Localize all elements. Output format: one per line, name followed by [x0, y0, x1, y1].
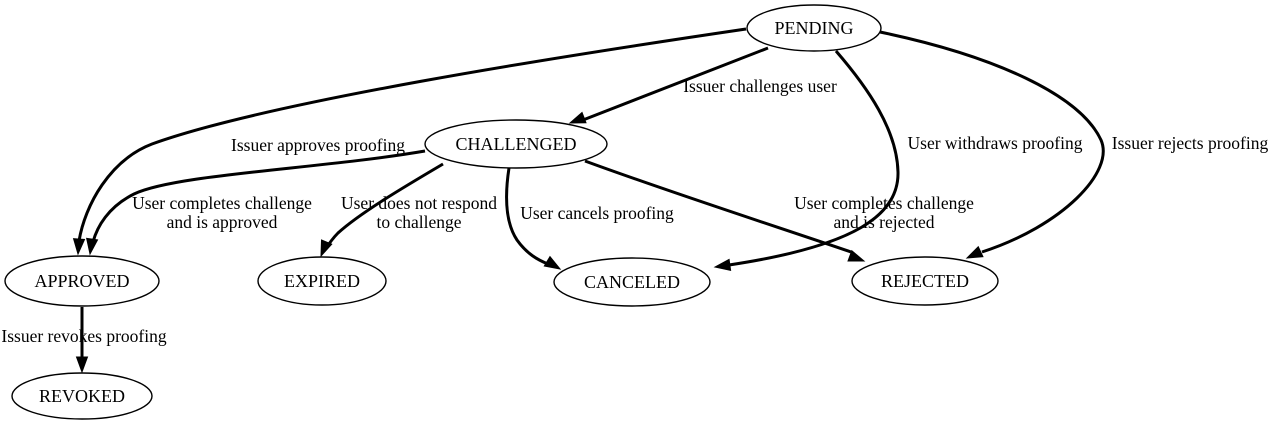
edge-label-pending-approved: Issuer approves proofing [231, 135, 405, 155]
edge-pending-canceled: User withdraws proofing [713, 50, 1083, 271]
edge-challenged-canceled: User cancels proofing [505, 167, 674, 270]
state-ellipse-challenged [424, 119, 608, 169]
state-node-revoked: REVOKED [11, 372, 153, 420]
edge-pending-challenged: Issuer challenges user [568, 46, 837, 124]
edge-label-pending-canceled: User withdraws proofing [908, 133, 1083, 153]
edge-path-challenged-approved [91, 149, 426, 243]
state-label-challenged: CHALLENGED [456, 134, 577, 154]
edge-label-approved-revoked: Issuer revokes proofing [1, 326, 166, 346]
edge-arrowhead-revoked [75, 356, 89, 374]
edge-arrowhead-canceled [713, 258, 732, 271]
state-ellipse-rejected [851, 256, 999, 306]
edge-arrowhead-canceled [543, 255, 562, 270]
state-label-pending: PENDING [775, 18, 854, 38]
state-node-pending: PENDING [746, 4, 882, 52]
state-label-revoked: REVOKED [39, 386, 125, 406]
edge-path-challenged-rejected [584, 159, 852, 254]
edge-path-challenged-canceled [505, 167, 549, 266]
state-label-approved: APPROVED [34, 271, 129, 291]
state-node-canceled: CANCELED [553, 257, 711, 307]
state-label-canceled: CANCELED [584, 272, 680, 292]
edge-path-pending-approved [77, 27, 747, 242]
edge-path-pending-canceled [728, 50, 900, 267]
edge-arrowhead-rejected [847, 249, 866, 262]
edge-arrowhead-rejected [965, 245, 984, 259]
state-ellipse-canceled [553, 257, 711, 307]
edge-arrowhead-approved [86, 237, 99, 256]
edge-label-challenged-canceled: User cancels proofing [520, 203, 674, 223]
edge-pending-approved: Issuer approves proofing [72, 27, 747, 256]
state-label-rejected: REJECTED [881, 271, 969, 291]
edge-arrowhead-approved [72, 238, 86, 256]
edge-arrowhead-challenged [568, 111, 587, 124]
edge-label-pending-rejected: Issuer rejects proofing [1112, 133, 1269, 153]
state-node-approved: APPROVED [4, 255, 160, 307]
edge-approved-revoked: Issuer revokes proofing [1, 307, 167, 374]
state-node-rejected: REJECTED [851, 256, 999, 306]
state-node-expired: EXPIRED [257, 256, 387, 306]
edge-pending-rejected: Issuer rejects proofing [879, 30, 1269, 259]
state-ellipse-revoked [11, 372, 153, 420]
state-ellipse-pending [746, 4, 882, 52]
state-ellipse-approved [4, 255, 160, 307]
edge-arrowhead-expired [320, 239, 333, 258]
state-node-challenged: CHALLENGED [424, 119, 608, 169]
state-ellipse-expired [257, 256, 387, 306]
state-label-expired: EXPIRED [284, 271, 360, 291]
edge-label-pending-challenged: Issuer challenges user [683, 76, 837, 96]
edge-path-pending-challenged [582, 46, 769, 122]
edge-path-pending-rejected [879, 30, 1105, 254]
